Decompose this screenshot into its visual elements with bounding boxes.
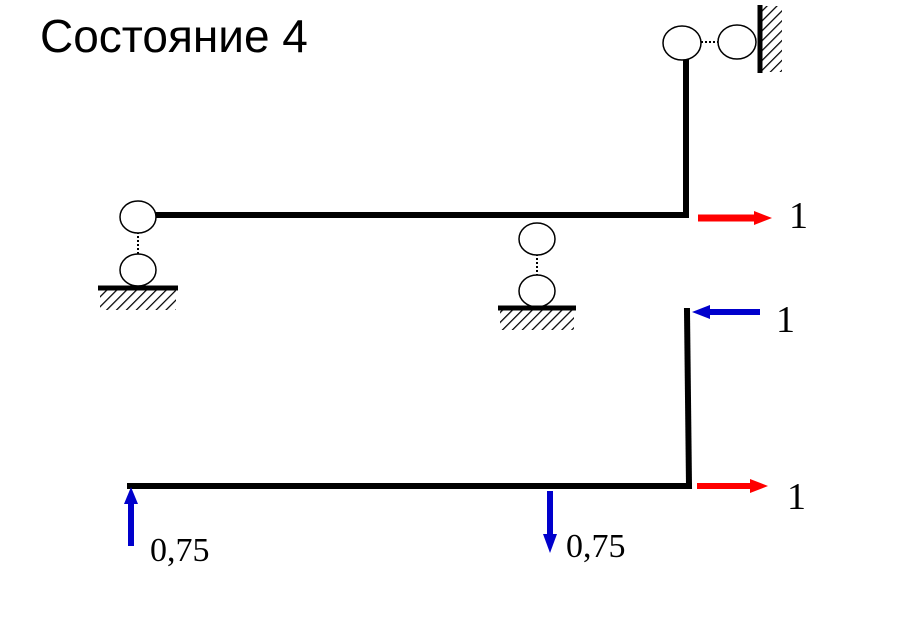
lower-top-force-head (692, 305, 710, 319)
top-support-left-hinge (662, 25, 702, 61)
left-roller-support (98, 200, 178, 310)
lower-right-force-arrow (697, 479, 768, 493)
top-support-right-hinge (717, 24, 757, 60)
lower-left-reaction-arrow (124, 487, 138, 546)
lower-left-reaction-head (124, 487, 138, 504)
lower-right-force-head (750, 479, 768, 493)
left-support-ground-hatch (100, 290, 176, 310)
top-right-horizontal-support (662, 5, 782, 73)
upper-unit-load-head (754, 211, 772, 225)
middle-roller-support (498, 222, 576, 330)
lower-middle-reaction-label: 0,75 (566, 528, 626, 565)
middle-support-top-hinge (518, 222, 556, 256)
middle-support-bottom-hinge (518, 274, 556, 308)
lower-frame (127, 307, 693, 490)
lower-top-force-label: 1 (776, 299, 795, 341)
lower-middle-reaction-arrow (543, 491, 557, 553)
left-support-bottom-hinge (119, 253, 157, 287)
upper-frame (152, 55, 689, 218)
left-support-top-hinge (119, 200, 157, 234)
upper-unit-load-arrow (698, 211, 772, 225)
upper-unit-load-label: 1 (789, 195, 808, 237)
lower-left-reaction-label: 0,75 (150, 532, 210, 569)
lower-vertical-column (683, 307, 693, 490)
top-support-wall-hatch (762, 6, 782, 72)
lower-middle-reaction-head (543, 534, 557, 553)
middle-support-ground-hatch (500, 310, 574, 330)
lower-top-force-arrow (692, 305, 760, 319)
lower-right-force-label: 1 (787, 476, 806, 518)
diagram-title: Состояние 4 (40, 10, 308, 62)
